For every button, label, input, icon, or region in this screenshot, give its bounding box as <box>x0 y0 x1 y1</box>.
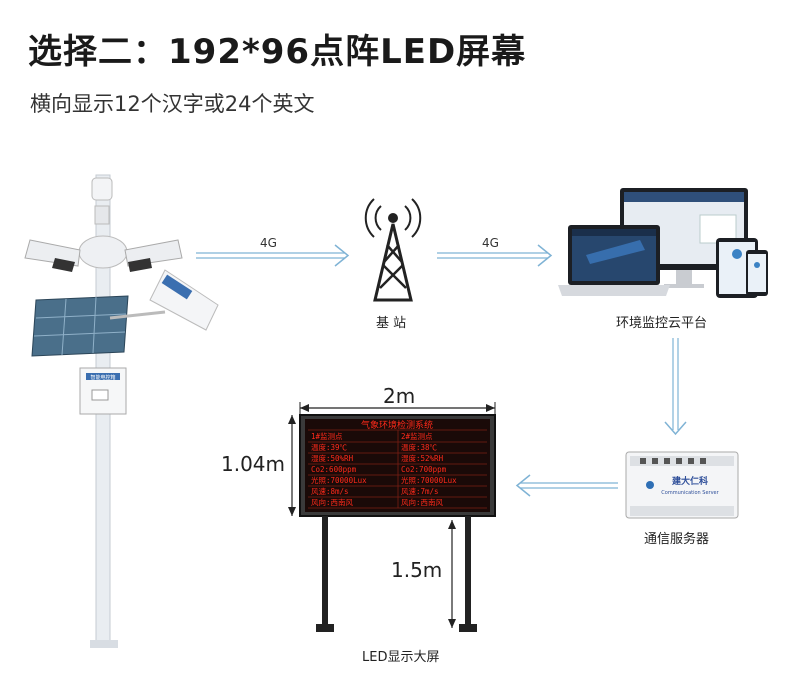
comm-server-label: 通信服务器 <box>644 532 710 547</box>
led-cell: 光照:70000Lux <box>311 475 367 485</box>
led-cell: 风速:7m/s <box>401 487 439 496</box>
led-cell: Co2:600ppm <box>311 465 357 474</box>
width-dimension-label: 2m <box>383 384 416 408</box>
height-dimension-label: 1.04m <box>221 452 286 476</box>
led-cell: 风速:8m/s <box>311 487 349 496</box>
led-cell: 温度:39℃ <box>311 442 348 452</box>
led-cell: 湿度:50%RH <box>311 453 354 463</box>
link-4g-right-label: 4G <box>482 236 499 250</box>
led-screen-label: LED显示大屏 <box>362 650 440 665</box>
led-cell: 2#监测点 <box>401 431 433 441</box>
led-cell: Co2:700ppm <box>401 465 447 474</box>
page-subtitle: 横向显示12个汉字或24个英文 <box>30 92 315 116</box>
led-heading: 气象环境检测系统 <box>361 419 433 431</box>
control-box-label: 智能电控箱 <box>90 374 115 381</box>
page-title: 选择二：192*96点阵LED屏幕 <box>28 32 527 72</box>
base-station-label: 基 站 <box>376 316 407 331</box>
led-cell: 风向:西南风 <box>401 497 444 507</box>
link-4g-left-label: 4G <box>260 236 277 250</box>
led-cell: 1#监测点 <box>311 431 343 441</box>
server-subtitle: Communication Server <box>661 490 719 496</box>
pole-height-label: 1.5m <box>391 558 443 582</box>
led-cell: 风向:西南风 <box>311 497 354 507</box>
server-brand: 建大仁科 <box>672 475 708 487</box>
led-cell: 湿度:52%RH <box>401 453 444 463</box>
cloud-platform-label: 环境监控云平台 <box>616 316 708 331</box>
led-cell: 温度:38℃ <box>401 442 438 452</box>
led-cell: 光照:70000Lux <box>401 475 457 485</box>
